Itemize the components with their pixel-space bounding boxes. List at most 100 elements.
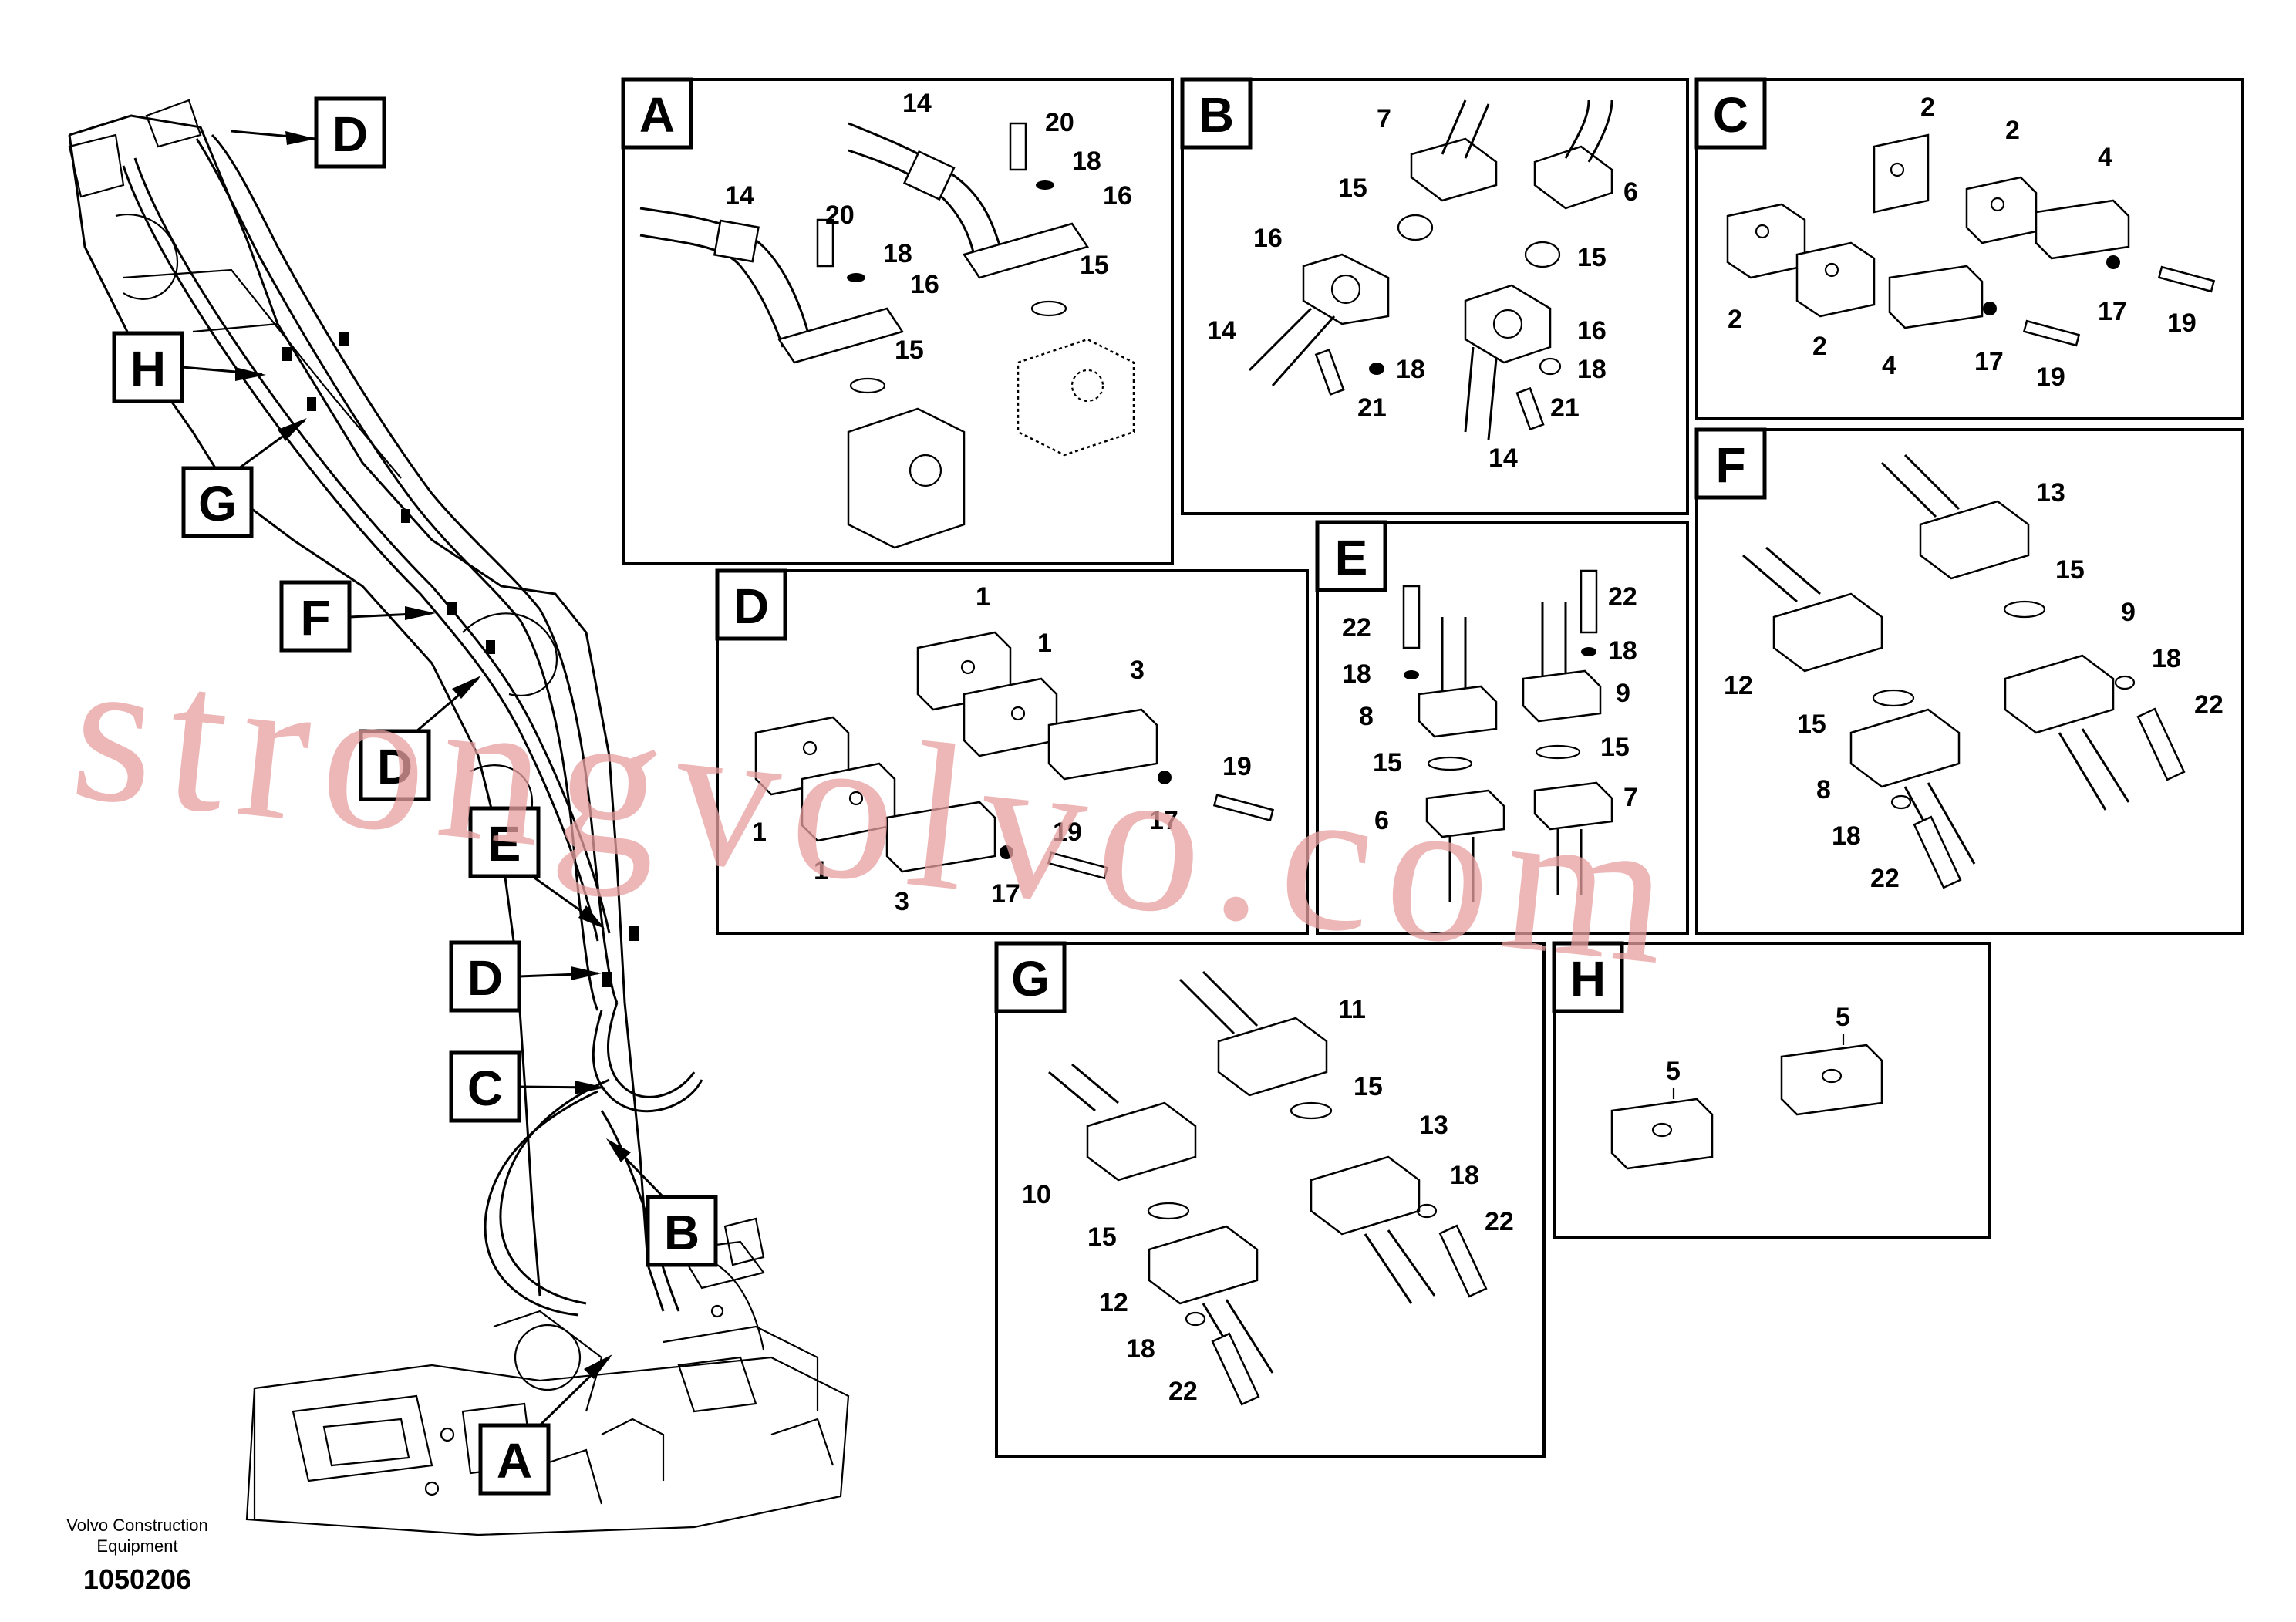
part-number: 2 [2005, 116, 2020, 145]
part-number: 13 [2036, 478, 2065, 508]
part-number: 17 [2098, 297, 2127, 326]
drawing-number: 1050206 [83, 1563, 191, 1595]
part-number: 14 [725, 181, 754, 211]
part-number: 4 [1882, 351, 1896, 380]
part-number: 16 [910, 270, 939, 299]
part-number: 2 [1728, 305, 1742, 334]
part-number: 16 [1577, 316, 1607, 346]
company-name-line2: Equipment [96, 1536, 177, 1556]
part-number: 3 [895, 887, 909, 916]
part-number: 22 [1870, 864, 1900, 893]
part-number: 14 [1207, 316, 1236, 346]
part-number: 1 [1037, 629, 1052, 658]
callout-label: D [332, 106, 368, 162]
panel-g[interactable]: G 11 15 13 18 22 10 15 12 18 22 [994, 941, 1546, 1458]
part-number: 19 [2167, 309, 2197, 338]
callout-b[interactable]: B [606, 1138, 718, 1267]
part-number: 16 [1103, 181, 1132, 211]
part-number: 18 [1342, 659, 1371, 689]
panel-label: E [1335, 530, 1368, 585]
panel-label: H [1570, 951, 1606, 1007]
callout-label: C [467, 1061, 503, 1116]
panel-e[interactable]: E 22 22 18 18 8 9 15 15 6 7 [1315, 520, 1689, 935]
part-number: 10 [1022, 1180, 1051, 1209]
part-number: 6 [1374, 806, 1389, 835]
panel-label: C [1713, 87, 1748, 143]
callout-label: B [664, 1205, 700, 1260]
part-number: 5 [1666, 1057, 1681, 1086]
callout-h[interactable]: H [112, 331, 266, 403]
part-number: 19 [2036, 363, 2065, 392]
part-number: 12 [1099, 1288, 1128, 1317]
part-number: 22 [1608, 582, 1637, 612]
callout-label: D [467, 950, 503, 1006]
callout-a[interactable]: A [478, 1354, 612, 1496]
overview-callouts: D H G F D [112, 96, 718, 1496]
part-number: 17 [991, 879, 1020, 909]
part-number: 22 [1485, 1207, 1514, 1236]
callout-d-top[interactable]: D [231, 96, 386, 169]
callout-d-low[interactable]: D [449, 940, 602, 1013]
part-number: 15 [1577, 243, 1607, 272]
part-number: 9 [2121, 598, 2136, 627]
callout-label: E [488, 816, 521, 872]
panel-h[interactable]: H 5 5 [1552, 941, 1991, 1239]
footer: Volvo Construction Equipment 1050206 [66, 1516, 207, 1595]
callout-label: D [377, 739, 413, 794]
part-number: 17 [1149, 806, 1178, 835]
part-number: 15 [1354, 1072, 1383, 1101]
part-number: 12 [1724, 671, 1753, 700]
part-number: 22 [1342, 613, 1371, 642]
part-number: 20 [1045, 108, 1074, 137]
part-number: 15 [1600, 733, 1630, 762]
callout-d-mid[interactable]: D [359, 676, 481, 801]
panel-label: B [1199, 87, 1234, 143]
callout-label: A [497, 1433, 532, 1489]
part-number: 19 [1053, 818, 1082, 847]
part-number: 1 [752, 818, 767, 847]
part-number: 15 [1087, 1222, 1117, 1252]
part-number: 9 [1616, 679, 1630, 708]
part-number: 13 [1419, 1111, 1448, 1140]
part-number: 15 [1338, 174, 1367, 203]
panel-f[interactable]: F 13 15 9 18 22 12 15 8 18 22 [1694, 427, 2244, 935]
part-number: 7 [1377, 104, 1391, 133]
part-number: 20 [825, 201, 855, 230]
callout-label: F [300, 590, 330, 646]
panel-b[interactable]: B 7 15 6 16 15 14 18 16 18 21 21 14 [1180, 77, 1689, 515]
part-number: 14 [902, 89, 932, 118]
panel-a[interactable]: A 14 20 18 16 15 14 20 18 16 15 [621, 77, 1174, 565]
part-number: 18 [1577, 355, 1607, 384]
part-number: 15 [1373, 748, 1402, 777]
callout-g[interactable]: G [181, 418, 307, 538]
part-number: 16 [1253, 224, 1283, 253]
part-number: 15 [1080, 251, 1109, 280]
part-number: 19 [1222, 752, 1252, 781]
part-number: 18 [1832, 821, 1861, 851]
panel-label: F [1715, 437, 1745, 493]
part-number: 15 [895, 336, 924, 365]
part-number: 18 [1396, 355, 1425, 384]
part-number: 18 [1072, 147, 1101, 176]
part-number: 18 [1126, 1334, 1155, 1364]
part-number: 1 [814, 856, 828, 885]
part-number: 17 [1974, 347, 2004, 376]
part-number: 18 [1608, 636, 1637, 666]
part-number: 22 [1168, 1377, 1198, 1406]
callout-f[interactable]: F [279, 580, 436, 653]
callout-label: H [130, 341, 166, 396]
callout-c[interactable]: C [449, 1050, 605, 1123]
part-number: 4 [2098, 143, 2112, 172]
panel-c[interactable]: C 2 2 4 2 2 4 17 19 17 19 [1694, 77, 2244, 420]
part-number: 2 [1920, 93, 1935, 122]
part-number: 8 [1816, 775, 1831, 804]
callout-e[interactable]: E [468, 806, 605, 929]
panel-label: G [1011, 951, 1050, 1007]
part-number: 18 [883, 239, 912, 268]
part-number: 14 [1489, 443, 1518, 473]
part-number: 2 [1812, 332, 1827, 361]
panel-d[interactable]: D 1 1 3 1 1 3 19 17 19 17 [715, 568, 1309, 935]
panel-label: D [733, 578, 769, 634]
part-number: 15 [1797, 710, 1826, 739]
part-number: 18 [1450, 1161, 1479, 1190]
